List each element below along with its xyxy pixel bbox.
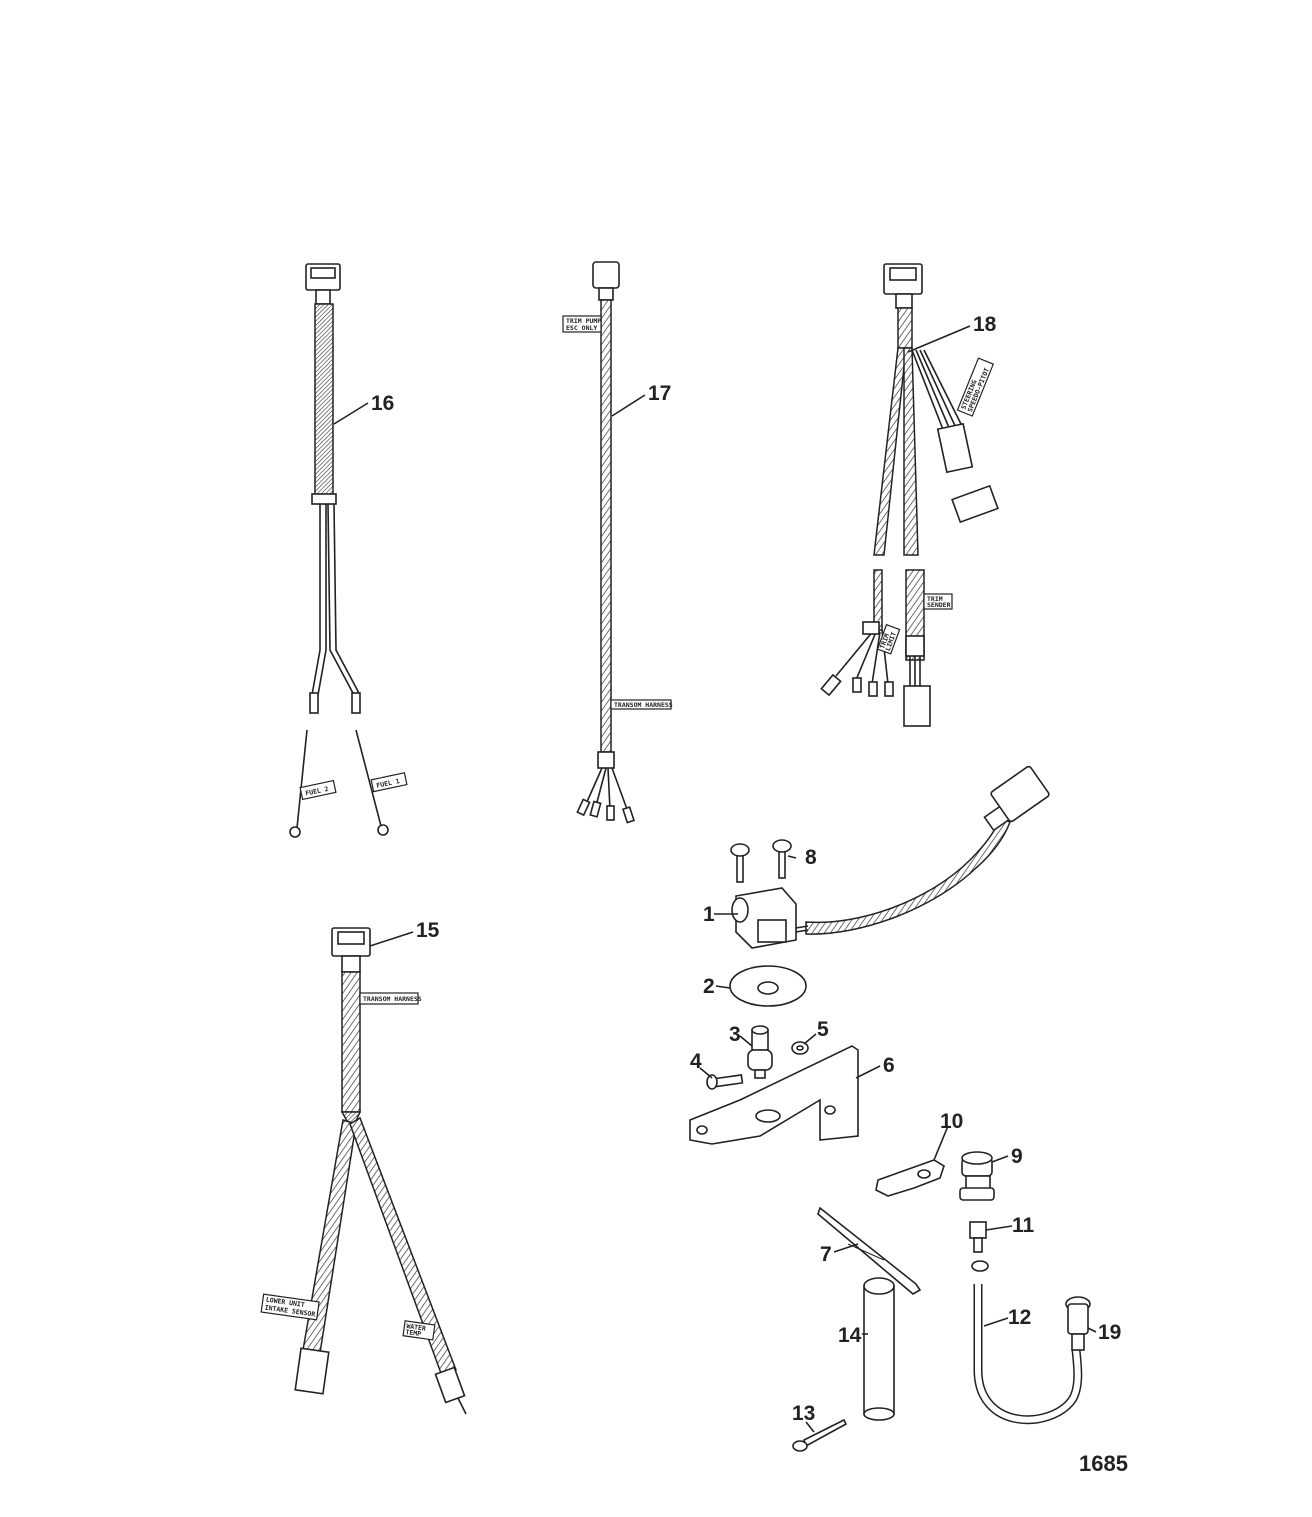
tag-transom-harness: TRANSOM HARNESS — [614, 701, 673, 709]
callout-9: 9 — [1011, 1145, 1023, 1168]
svg-text:SENDER: SENDER — [927, 601, 951, 609]
fitting-11 — [969, 1221, 989, 1272]
harness-16: FUEL 2 FUEL 1 — [289, 263, 408, 838]
sensor-1 — [731, 765, 1050, 949]
bracket-6 — [689, 1045, 859, 1145]
rod-7 — [817, 1206, 922, 1295]
figure-number: 1685 — [1079, 1451, 1128, 1476]
callout-labels: 16 17 18 15 1 8 2 3 5 4 6 10 9 11 7 12 1… — [371, 313, 1121, 1425]
svg-text:ESC ONLY: ESC ONLY — [566, 324, 597, 332]
tag-water-temp: WATER — [406, 1322, 427, 1333]
hose-12 — [973, 1284, 1083, 1425]
callout-3: 3 — [729, 1023, 741, 1046]
callout-17: 17 — [648, 382, 671, 405]
leader-lines — [333, 325, 1097, 1433]
callout-5: 5 — [817, 1018, 829, 1041]
tag-trim-pump: TRIM PUMP — [566, 317, 601, 325]
svg-text:TEMP: TEMP — [405, 1328, 422, 1338]
callout-14: 14 — [838, 1324, 862, 1347]
cable-tie-13 — [792, 1418, 848, 1452]
tag-trim-sender: TRIM — [927, 595, 943, 603]
screws-8 — [730, 839, 792, 883]
callout-2: 2 — [703, 975, 715, 998]
harness-15: TRANSOM HARNESS LOWER UNIT INTAKE SENSOR… — [260, 927, 467, 1415]
washer-5 — [791, 1041, 809, 1055]
connector-19 — [1065, 1296, 1091, 1351]
callout-11: 11 — [1012, 1214, 1035, 1237]
callout-15: 15 — [416, 919, 440, 942]
harness-18: STEERING SPEEDO-PITOT TRIM LIMIT TRIM SE… — [820, 263, 999, 727]
fitting-3 — [747, 1025, 773, 1079]
callout-7: 7 — [820, 1243, 832, 1266]
tag-transom-harness-15: TRANSOM HARNESS — [363, 995, 422, 1003]
callout-19: 19 — [1098, 1321, 1121, 1344]
callout-1: 1 — [703, 903, 715, 926]
plate-2 — [729, 965, 807, 1007]
harness-17: TRIM PUMP ESC ONLY TRANSOM HARNESS — [562, 261, 673, 824]
callout-6: 6 — [883, 1054, 895, 1077]
pin-4 — [706, 1074, 744, 1090]
callout-16: 16 — [371, 392, 394, 415]
sender-9 — [959, 1151, 995, 1201]
clip-10 — [875, 1159, 945, 1197]
callout-12: 12 — [1008, 1306, 1031, 1329]
cylinder-14 — [863, 1277, 895, 1421]
callout-8: 8 — [805, 846, 817, 869]
callout-18: 18 — [973, 313, 997, 336]
callout-13: 13 — [792, 1402, 815, 1425]
callout-4: 4 — [690, 1050, 702, 1073]
callout-10: 10 — [940, 1110, 963, 1133]
